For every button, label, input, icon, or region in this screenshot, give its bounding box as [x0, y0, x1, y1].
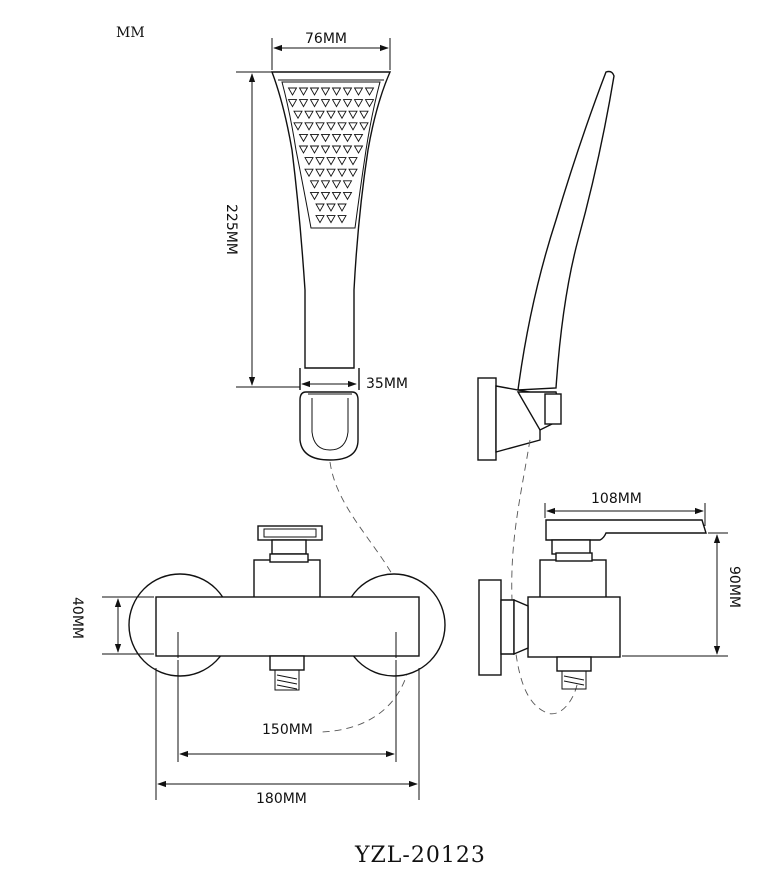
nozzle-mark: [337, 168, 347, 178]
nozzle-mark: [309, 180, 320, 189]
nozzle-mark: [342, 145, 353, 154]
nozzle-mark: [298, 99, 309, 108]
nozzle-mark: [331, 145, 342, 154]
hand-shower-side: [477, 70, 615, 461]
nozzle-mark: [298, 145, 309, 154]
nozzle-mark: [309, 145, 320, 154]
nozzle-mark: [342, 87, 353, 96]
nozzle-mark: [359, 122, 369, 131]
overall-width-label: 180MM: [256, 791, 307, 807]
nozzle-mark: [320, 133, 331, 143]
dimension-side-height: 90MM: [622, 532, 742, 657]
nozzle-mark: [315, 203, 325, 212]
nozzle-mark: [326, 203, 336, 212]
dimension-body-height: 40MM: [69, 596, 154, 655]
head-length-label: 225MM: [223, 204, 239, 255]
nozzle-mark: [353, 87, 364, 96]
nozzle-mark: [315, 122, 325, 131]
nozzle-mark: [309, 133, 320, 143]
dimension-handle-width: 35MM: [301, 376, 408, 392]
nozzle-mark: [326, 168, 336, 178]
nozzle-mark: [326, 157, 336, 166]
nozzle-mark: [320, 191, 331, 201]
mixer-body-side: [478, 519, 707, 690]
nozzle-mark: [315, 215, 325, 224]
head-width-label: 76MM: [305, 31, 347, 47]
nozzle-mark: [326, 215, 336, 224]
body-height-label: 40MM: [69, 597, 85, 639]
dimension-lever-length: 108MM: [544, 491, 706, 526]
handle-width-label: 35MM: [366, 376, 408, 392]
nozzle-mark: [304, 110, 314, 120]
nozzle-mark: [309, 99, 320, 108]
nozzle-mark: [348, 110, 358, 120]
nozzle-mark: [337, 122, 347, 131]
nozzle-mark: [309, 87, 320, 96]
nozzle-mark: [342, 191, 353, 201]
nozzle-mark: [320, 87, 331, 96]
nozzle-mark: [293, 122, 303, 131]
nozzle-mark: [337, 215, 347, 224]
dimension-head-length: 225MM: [223, 71, 300, 388]
nozzle-mark: [337, 157, 347, 166]
nozzle-mark: [304, 122, 314, 131]
nozzle-mark: [320, 99, 331, 108]
unit-label: MM: [116, 25, 145, 41]
spray-nozzles-pattern: [287, 87, 375, 224]
nozzle-mark: [293, 110, 303, 120]
nozzle-mark: [326, 110, 336, 120]
nozzle-mark: [364, 99, 375, 108]
nozzle-mark: [298, 133, 309, 143]
nozzle-mark: [315, 110, 325, 120]
nozzle-mark: [304, 157, 314, 166]
hose-dashed-front: [319, 461, 413, 733]
nozzle-mark: [348, 157, 358, 166]
nozzle-mark: [337, 203, 347, 212]
nozzle-mark: [331, 191, 342, 201]
mixer-body-front: [128, 525, 446, 691]
nozzle-mark: [331, 87, 342, 96]
nozzle-mark: [320, 180, 331, 189]
nozzle-mark: [304, 168, 314, 178]
nozzle-mark: [315, 157, 325, 166]
nozzle-mark: [320, 145, 331, 154]
nozzle-mark: [348, 168, 358, 178]
nozzle-mark: [331, 99, 342, 108]
dimension-overall-width: 180MM: [155, 668, 420, 807]
hand-shower-front: [270, 71, 392, 461]
nozzle-mark: [337, 110, 347, 120]
side-height-label: 90MM: [726, 566, 742, 608]
nozzle-mark: [348, 122, 358, 131]
inlet-spacing-label: 150MM: [262, 722, 313, 738]
nozzle-mark: [309, 191, 320, 201]
nozzle-mark: [287, 99, 298, 108]
nozzle-mark: [331, 133, 342, 143]
nozzle-mark: [353, 145, 364, 154]
lever-length-label: 108MM: [591, 491, 642, 507]
nozzle-mark: [315, 168, 325, 178]
nozzle-mark: [326, 122, 336, 131]
nozzle-mark: [342, 133, 353, 143]
nozzle-mark: [342, 99, 353, 108]
nozzle-mark: [364, 87, 375, 96]
nozzle-mark: [353, 133, 364, 143]
dimension-inlet-spacing: 150MM: [177, 660, 397, 762]
nozzle-mark: [342, 180, 353, 189]
model-number: YZL-20123: [354, 843, 486, 868]
nozzle-mark: [287, 87, 298, 96]
nozzle-mark: [298, 87, 309, 96]
nozzle-mark: [359, 110, 369, 120]
nozzle-mark: [331, 180, 342, 189]
nozzle-mark: [353, 99, 364, 108]
dimension-head-width: 76MM: [271, 31, 391, 70]
